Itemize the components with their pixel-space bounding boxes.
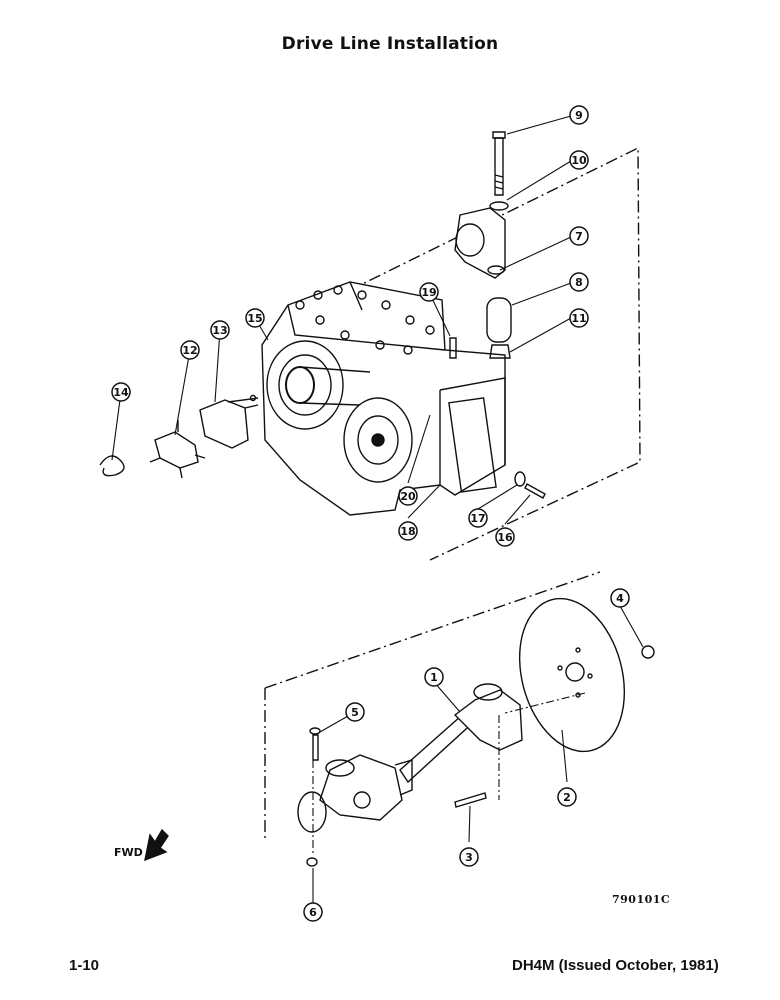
callout-7: 7 [569,226,589,246]
svg-text:15: 15 [247,312,262,325]
transmission-housing [261,281,506,516]
callout-15: 15 [245,308,265,328]
callout-4: 4 [610,588,630,608]
svg-text:3: 3 [465,851,473,864]
brake-disc [518,597,655,753]
callout-13: 13 [210,320,230,340]
callout-12: 12 [180,340,200,360]
document-id: DH4M (Issued October, 1981) [512,957,719,974]
mounting-bracket-assembly [454,131,512,359]
callout-14: 14 [111,382,131,402]
svg-text:18: 18 [400,525,415,538]
svg-text:10: 10 [571,154,587,167]
figure-id: 790101C [612,893,671,906]
callout-17: 17 [468,508,488,528]
callout-2: 2 [557,787,577,807]
callout-1: 1 [424,667,444,687]
fwd-arrow-icon [144,828,169,862]
svg-text:2: 2 [563,791,571,804]
svg-text:7: 7 [575,230,583,243]
svg-text:9: 9 [575,109,583,122]
page-number: 1-10 [69,957,100,974]
universal-joint-assembly [99,394,259,479]
fwd-label: FWD [114,846,143,859]
page-title: Drive Line Installation [281,34,499,54]
svg-text:19: 19 [421,286,436,299]
fastener-set-upper [449,337,546,499]
lower-installation-frame [264,571,601,842]
svg-text:14: 14 [113,386,129,399]
svg-text:11: 11 [571,312,586,325]
svg-text:13: 13 [212,324,227,337]
callout-8: 8 [569,272,589,292]
callout-19: 19 [419,282,439,302]
callout-20: 20 [398,486,418,506]
callout-9: 9 [569,105,589,125]
callout-5: 5 [345,702,365,722]
callout-16: 16 [495,527,515,547]
svg-text:5: 5 [351,706,359,719]
svg-text:4: 4 [616,592,624,605]
callout-10: 10 [569,150,589,170]
svg-text:6: 6 [309,906,317,919]
callout-18: 18 [398,521,418,541]
svg-text:8: 8 [575,276,583,289]
svg-text:20: 20 [400,490,416,503]
callout-11: 11 [569,308,589,328]
svg-text:16: 16 [497,531,513,544]
svg-text:17: 17 [470,512,485,525]
svg-text:12: 12 [182,344,197,357]
svg-text:1: 1 [430,671,438,684]
callout-6: 6 [303,902,323,922]
callout-3: 3 [459,847,479,867]
fastener-set-lower [306,727,487,867]
drive-shaft-assembly [297,683,523,833]
